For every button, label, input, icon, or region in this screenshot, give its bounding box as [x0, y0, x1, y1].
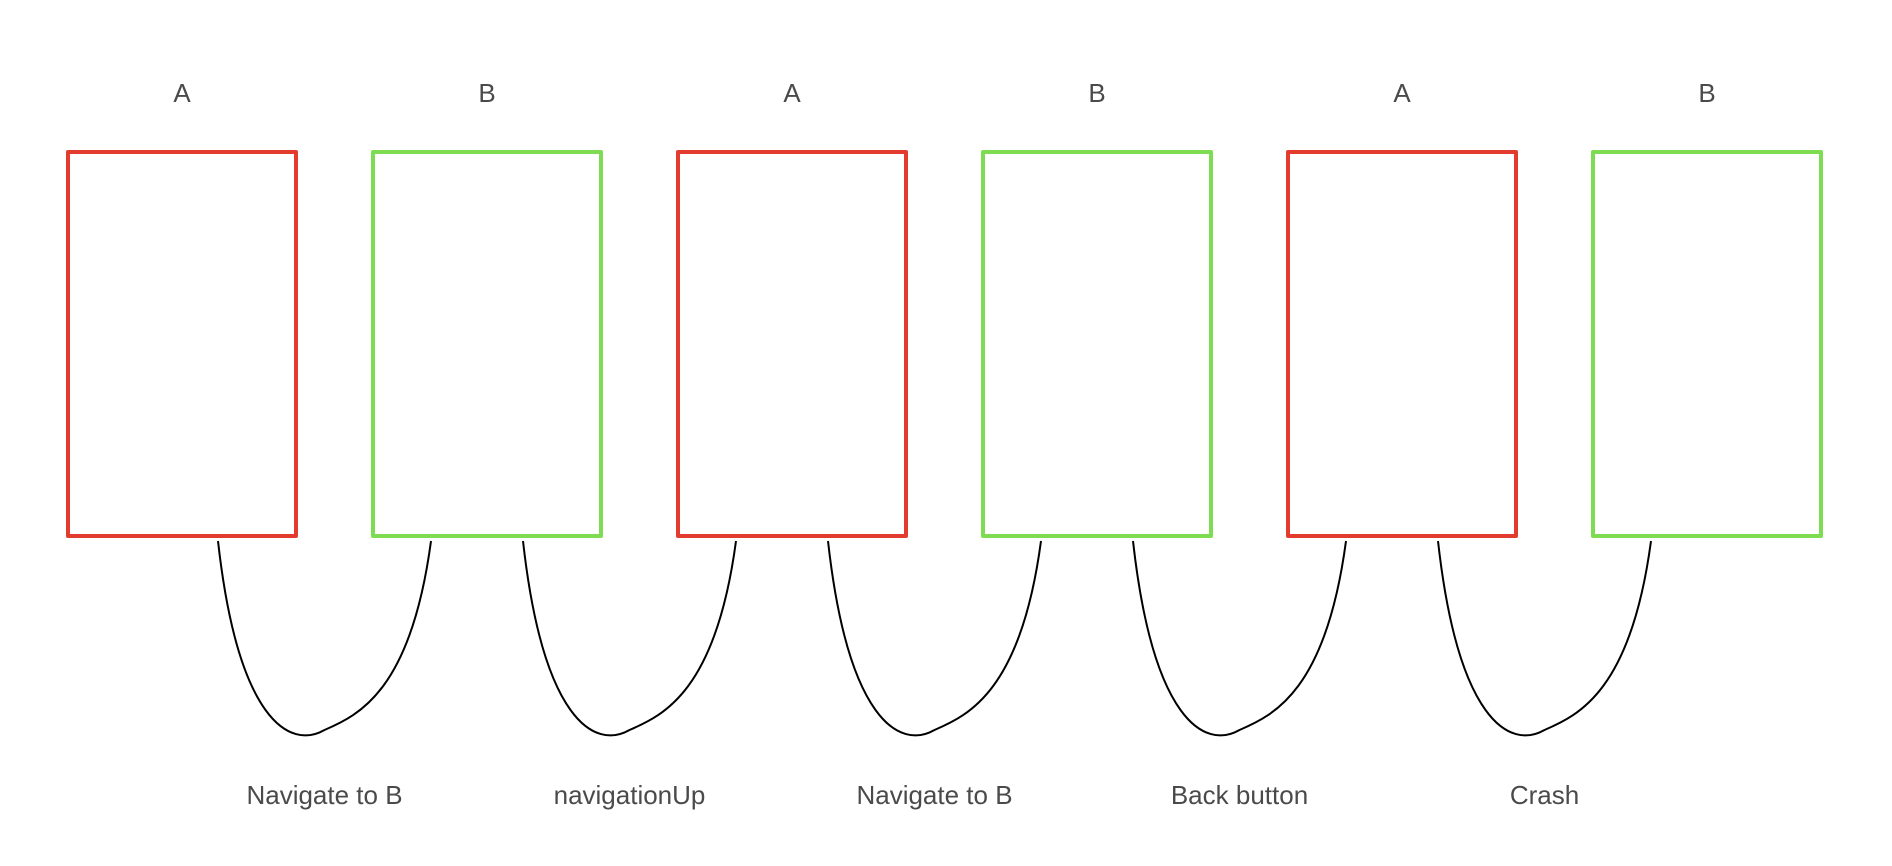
screens-layer: [66, 150, 1823, 538]
screen-box: [676, 150, 908, 538]
transition-label: Navigate to B: [856, 780, 1013, 810]
transition-connector: [217, 540, 432, 737]
screen-label: B: [1088, 78, 1106, 108]
transition-label: navigationUp: [553, 780, 706, 810]
screen-label: A: [1393, 78, 1411, 108]
connectors-layer: [217, 540, 1652, 737]
screen-box: [1591, 150, 1823, 538]
transition-label: Crash: [1509, 780, 1580, 810]
transition-connector: [522, 540, 737, 737]
screen-box: [66, 150, 298, 538]
screen-box: [1286, 150, 1518, 538]
transition-label: Navigate to B: [246, 780, 403, 810]
transition-connector: [827, 540, 1042, 737]
screen-label: A: [783, 78, 801, 108]
screen-label: A: [173, 78, 191, 108]
screen-box: [371, 150, 603, 538]
screen-box: [981, 150, 1213, 538]
transition-connector: [1132, 540, 1347, 737]
screen-label: B: [1698, 78, 1716, 108]
transition-connector: [1437, 540, 1652, 737]
transition-label: Back button: [1170, 780, 1309, 810]
screen-label: B: [478, 78, 496, 108]
